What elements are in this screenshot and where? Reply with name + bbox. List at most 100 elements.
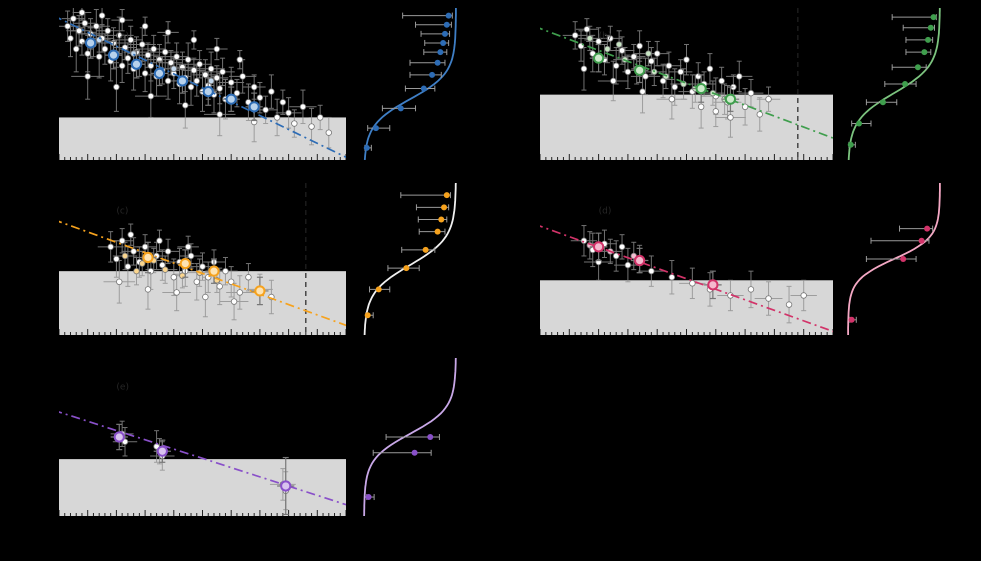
tinted-scatter-point (207, 77, 215, 85)
panel-c-side-plot (363, 183, 457, 335)
trend-line (540, 225, 833, 333)
scatter-point (127, 231, 134, 238)
panel-label: (b) (599, 31, 612, 41)
cumulative-point (900, 256, 907, 262)
tinted-scatter-point (645, 50, 652, 57)
scatter-point (118, 62, 126, 69)
x-axis-ticks (59, 154, 346, 160)
scatter-point (84, 73, 91, 80)
scatter-point (202, 293, 209, 301)
scatter-point (683, 56, 690, 63)
cumulative-points (363, 12, 453, 151)
scatter-point (325, 129, 332, 136)
cumulative-points (365, 434, 440, 501)
scatter-point (236, 56, 244, 63)
scatter-point (233, 89, 241, 97)
scatter-point (612, 252, 620, 260)
scatter-point (624, 261, 632, 269)
scatter-point (727, 114, 734, 121)
scatter-point (193, 278, 200, 285)
scatter-point (571, 32, 579, 39)
scatter-point (765, 95, 772, 103)
scatter-point (116, 278, 123, 285)
cumulative-point (375, 286, 382, 293)
scatter-point (84, 50, 91, 57)
scatter-point (173, 53, 180, 60)
scatter-point (147, 92, 155, 100)
tinted-scatter-point (121, 252, 129, 260)
scatter-point (187, 83, 195, 91)
scatter-point (665, 62, 673, 69)
tinted-scatter-point (604, 45, 611, 53)
scatter-point (95, 53, 103, 60)
upper-limit-region (540, 94, 833, 160)
scatter-point (800, 292, 807, 299)
scatter-point (642, 73, 649, 80)
cumulative-points (848, 225, 934, 323)
binned-mean-point (695, 82, 707, 95)
scatter-point (236, 289, 244, 296)
scatter-point (671, 83, 678, 91)
scatter-point (81, 19, 89, 27)
tinted-scatter-point (139, 260, 146, 267)
panel-label: (c) (116, 206, 128, 216)
scatter-point (190, 36, 198, 44)
scatter-point (618, 243, 626, 251)
scatter-point (230, 298, 238, 305)
binned-mean-point (156, 445, 168, 457)
x-axis-ticks (59, 329, 346, 335)
cumulative-point (443, 192, 450, 199)
scatter-point (161, 48, 169, 56)
scatter-point (668, 95, 676, 103)
binned-mean-point (153, 67, 166, 79)
binned-mean-point (254, 285, 266, 297)
scatter-point (747, 286, 755, 293)
cumulative-point (902, 81, 909, 87)
panel-e-main-plot: (e) (59, 383, 346, 516)
binned-mean-point (593, 241, 605, 253)
cumulative-point (443, 21, 450, 28)
panel-label: (d) (599, 206, 612, 216)
scatter-point (118, 16, 126, 24)
tinted-scatter-point (586, 35, 594, 42)
tinted-scatter-point (615, 41, 623, 48)
scatter-point (139, 41, 146, 48)
cumulative-point (445, 12, 452, 19)
trend-line (59, 411, 346, 506)
cumulative-point (434, 59, 441, 66)
binned-mean-point (724, 93, 737, 105)
scatter-point (216, 111, 223, 118)
scatter-point (213, 45, 221, 53)
scatter-point (250, 83, 258, 91)
scatter-point (104, 27, 111, 34)
x-axis-ticks (540, 329, 833, 335)
scatter-point (118, 237, 126, 244)
scatter-point (689, 280, 696, 287)
scatter-point (216, 85, 223, 92)
scatter-point (124, 263, 132, 270)
binned-mean-point (107, 49, 120, 61)
scatter-point (718, 77, 725, 85)
panel-a-main-plot: (a) (59, 8, 346, 160)
trend-line (540, 27, 833, 139)
panel-d-main-plot: (d) (540, 206, 833, 335)
panel-label: (a) (116, 31, 129, 41)
binned-mean-point (176, 75, 189, 87)
scatter-point (299, 103, 307, 110)
cumulative-point (921, 49, 928, 56)
scatter-point (113, 83, 120, 91)
tinted-scatter-point (680, 80, 687, 88)
cumulative-point (440, 39, 447, 46)
scatter-point (141, 23, 149, 30)
panel-d-side-plot (847, 183, 941, 335)
scatter-point (184, 243, 192, 251)
cumulative-point (437, 49, 444, 56)
x-axis-ticks (59, 510, 346, 516)
cumulative-point (438, 216, 445, 223)
cumulative-point (925, 36, 932, 43)
cumulative-curve (363, 8, 457, 160)
scatter-point (279, 99, 287, 106)
scatter-point (101, 45, 109, 53)
tinted-scatter-point (133, 267, 140, 275)
